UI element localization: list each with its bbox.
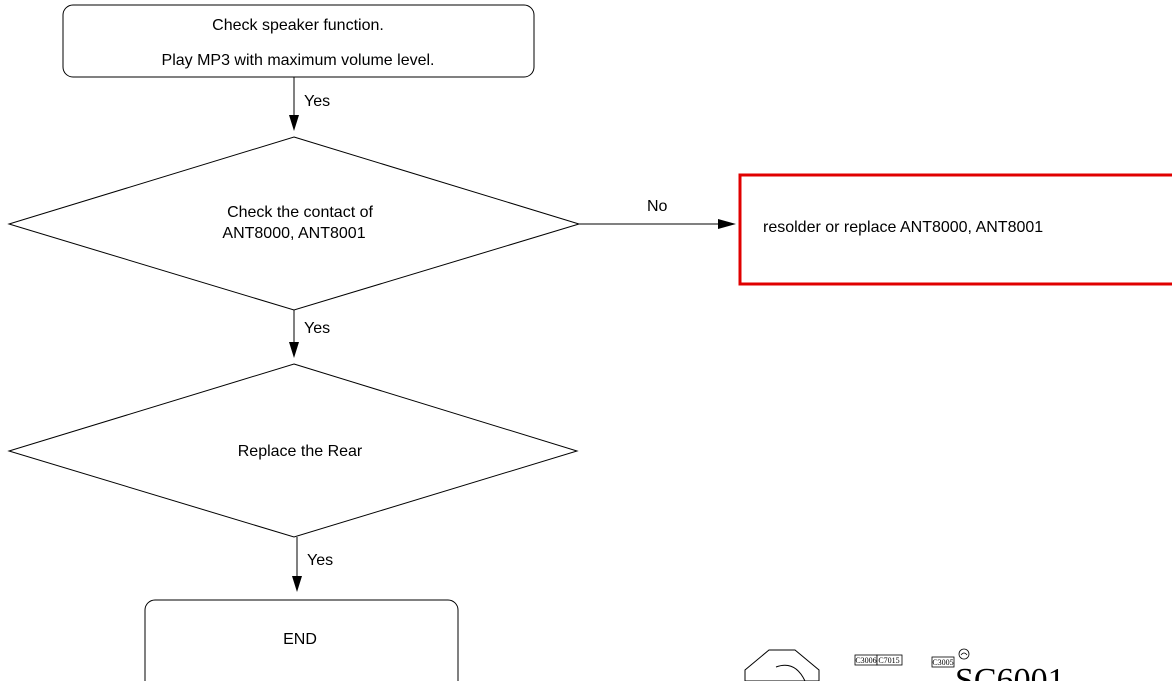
schematic-component-arc bbox=[775, 664, 806, 681]
arrow-decision1-no bbox=[579, 219, 736, 229]
arrow-decision1-yes bbox=[289, 310, 299, 358]
decision1-no-label: No bbox=[647, 198, 668, 215]
decision1-diamond: Check the contact of ANT8000, ANT8001 bbox=[7, 136, 581, 311]
schematic-fragment: C3006 C7015 C3005 SC6001 bbox=[744, 648, 1065, 681]
sc6001-test-point-mark bbox=[960, 652, 968, 656]
decision2-text: Replace the Rear bbox=[238, 443, 363, 460]
decision1-yes-label: Yes bbox=[304, 320, 330, 337]
c7015-label: C7015 bbox=[878, 656, 899, 665]
c3005-pad bbox=[931, 656, 955, 668]
decision1-line2: ANT8000, ANT8001 bbox=[222, 225, 365, 242]
c3005-label: C3005 bbox=[932, 658, 953, 667]
decision2-yes-label: Yes bbox=[307, 552, 333, 569]
sc6001-label: SC6001 bbox=[955, 662, 1065, 681]
start-yes-label: Yes bbox=[304, 93, 330, 110]
action-box-text: resolder or replace ANT8000, ANT8001 bbox=[763, 219, 1043, 236]
start-box-line2: Play MP3 with maximum volume level. bbox=[162, 52, 435, 69]
decision2-diamond: Replace the Rear bbox=[7, 363, 579, 538]
end-box-text: END bbox=[283, 631, 317, 648]
sc6001-test-point bbox=[958, 648, 970, 660]
end-box: END bbox=[144, 599, 459, 681]
c7015-pad bbox=[876, 654, 903, 666]
start-box-line1: Check speaker function. bbox=[212, 17, 384, 34]
arrow-decision2-yes bbox=[292, 537, 302, 592]
start-box: Check speaker function. Play MP3 with ma… bbox=[62, 4, 535, 78]
schematic-component-outline bbox=[744, 649, 820, 681]
arrow-start-to-decision1 bbox=[289, 77, 299, 131]
c3006-label: C3006 bbox=[855, 656, 876, 665]
action-box: resolder or replace ANT8000, ANT8001 bbox=[738, 173, 1172, 286]
decision1-line1: Check the contact of bbox=[227, 204, 373, 221]
